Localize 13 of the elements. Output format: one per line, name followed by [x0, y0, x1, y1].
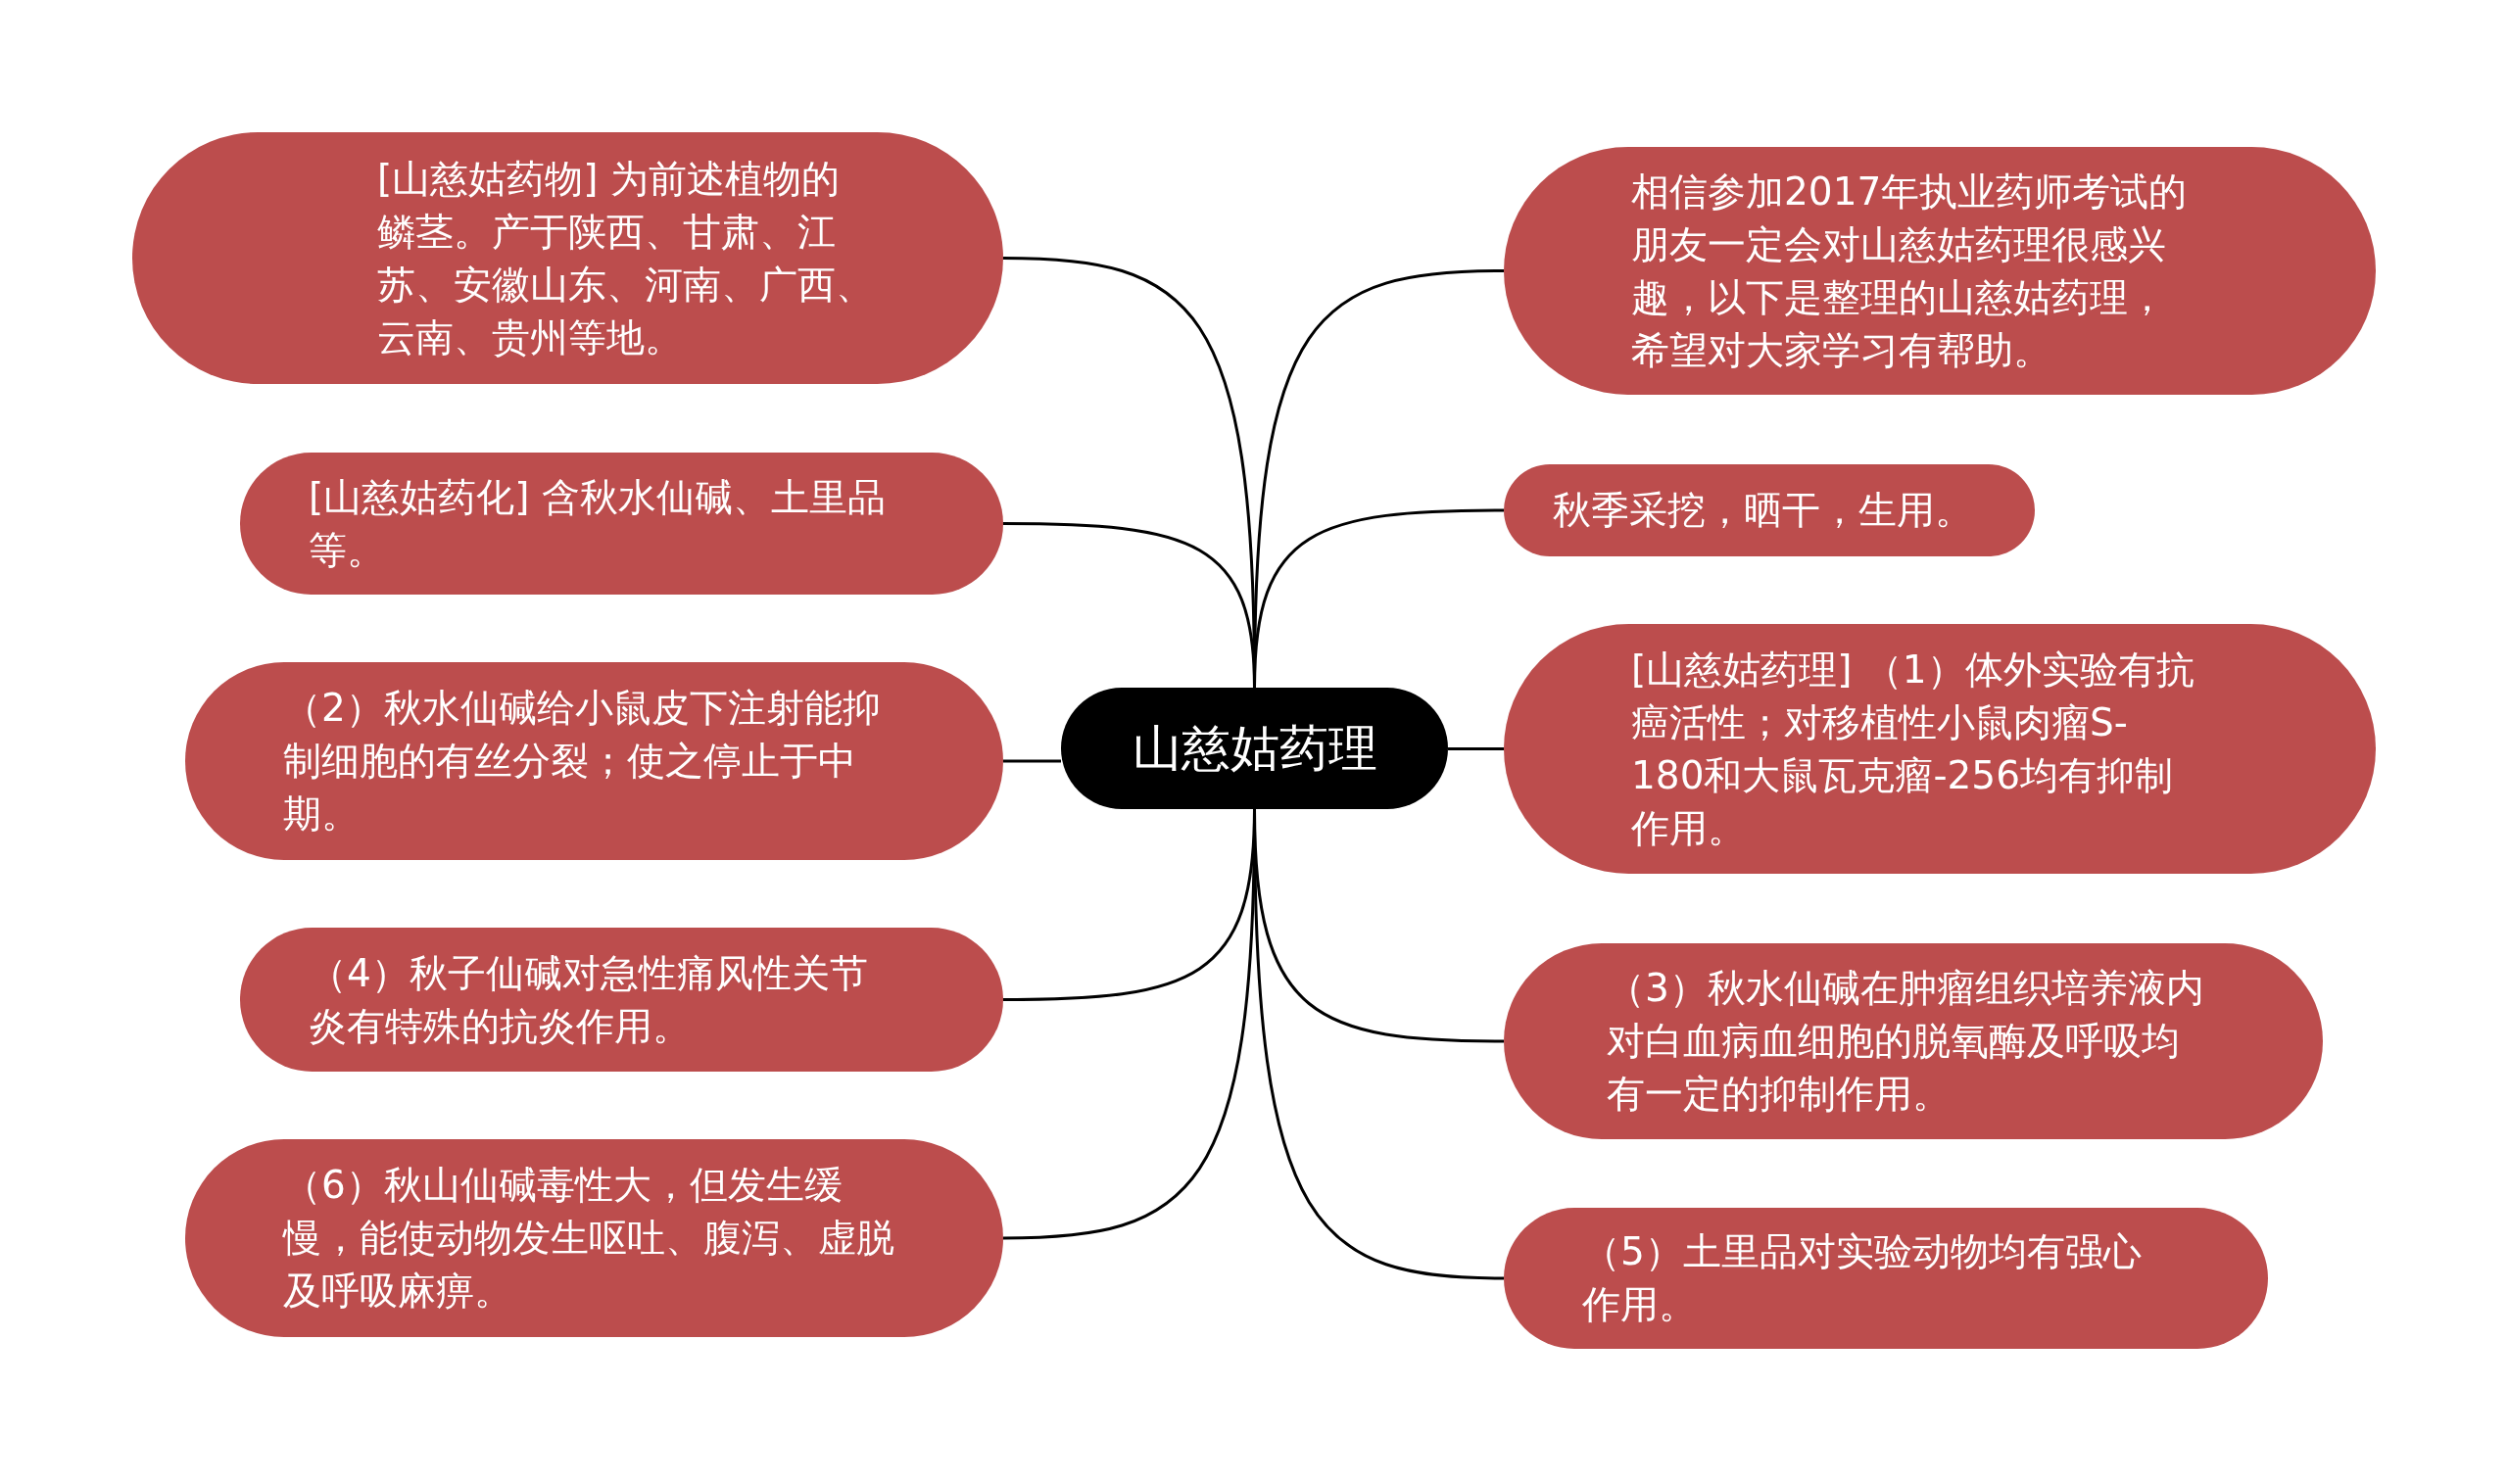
topic-pill: （6）秋山仙碱毒性大，但发生缓慢，能使动物发生呕吐、腹泻、虚脱及呼吸麻痹。 [185, 1139, 1003, 1337]
topic-pill: （2）秋水仙碱给小鼠皮下注射能抑制细胞的有丝分裂；使之停止于中期。 [185, 662, 1003, 860]
central-topic: 山慈姑药理 [1061, 688, 1448, 809]
topic-pill: （5）土里品对实验动物均有强心作用。 [1504, 1208, 2268, 1349]
topic-pill: [山慈姑药化] 含秋水仙碱、土里品等。 [240, 453, 1003, 595]
connector-line [1003, 759, 1061, 763]
topic-pill: [山慈姑药理] （1）体外实验有抗癌活性；对移植性小鼠肉瘤S-180和大鼠瓦克瘤-256均有抑制作用。 [1504, 624, 2376, 874]
topic-pill: [山慈姑药物] 为前述植物的鳞茎。产于陕西、甘肃、江苏、安徽山东、河南、广西、云南、贵州等地。 [132, 132, 1003, 384]
topic-pill: （4）秋子仙碱对急性痛风性关节炎有特殊的抗炎作用。 [240, 928, 1003, 1072]
topic-pill: 相信参加2017年执业药师考试的朋友一定会对山慈姑药理很感兴趣，以下是整理的山慈姑药理，希望对大家学习有帮助。 [1504, 147, 2376, 395]
topic-pill: （3）秋水仙碱在肿瘤组织培养液内对白血病血细胞的脱氧酶及呼吸均有一定的抑制作用。 [1504, 943, 2323, 1139]
connector-line [1448, 747, 1504, 750]
topic-pill: 秋季采挖，晒干，生用。 [1504, 464, 2035, 556]
